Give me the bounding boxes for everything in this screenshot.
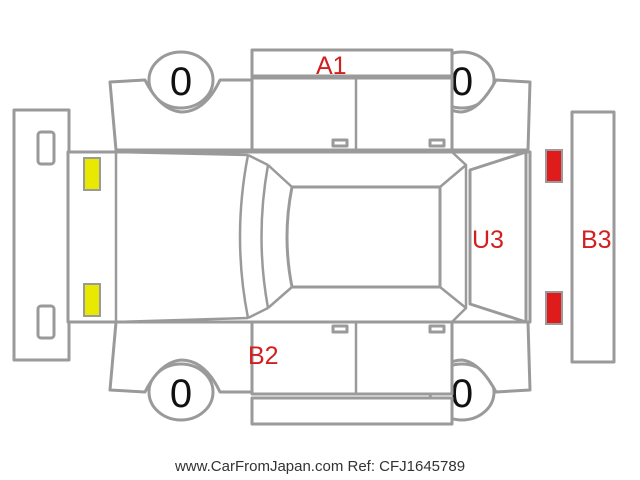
damage-label-u3: U3 [472,226,504,254]
tire-rear-left-tread: 0 [170,372,192,416]
vehicle-body-top-view [66,150,532,324]
front-bumper [12,108,71,362]
minor-mark-front-right [83,283,101,317]
damage-label-b3: B3 [581,226,612,254]
top-side-panel [108,48,532,152]
tire-front-left-tread: 0 [170,60,192,104]
tire-rear-right-tread: 0 [451,372,473,416]
tire-front-right-tread: 0 [451,60,473,104]
rear-bumper [570,110,616,364]
major-mark-rear-lower [545,291,563,325]
tire-front-left: 0 [147,50,215,110]
major-mark-rear-upper [545,149,563,183]
damage-label-b2: B2 [248,342,279,370]
reference-footer: www.CarFromJapan.com Ref: CFJ1645789 [174,458,466,475]
tire-rear-left: 0 [147,362,215,422]
damage-label-a1: A1 [316,52,347,80]
minor-mark-front-left [83,157,101,191]
bottom-side-panel [108,320,532,426]
